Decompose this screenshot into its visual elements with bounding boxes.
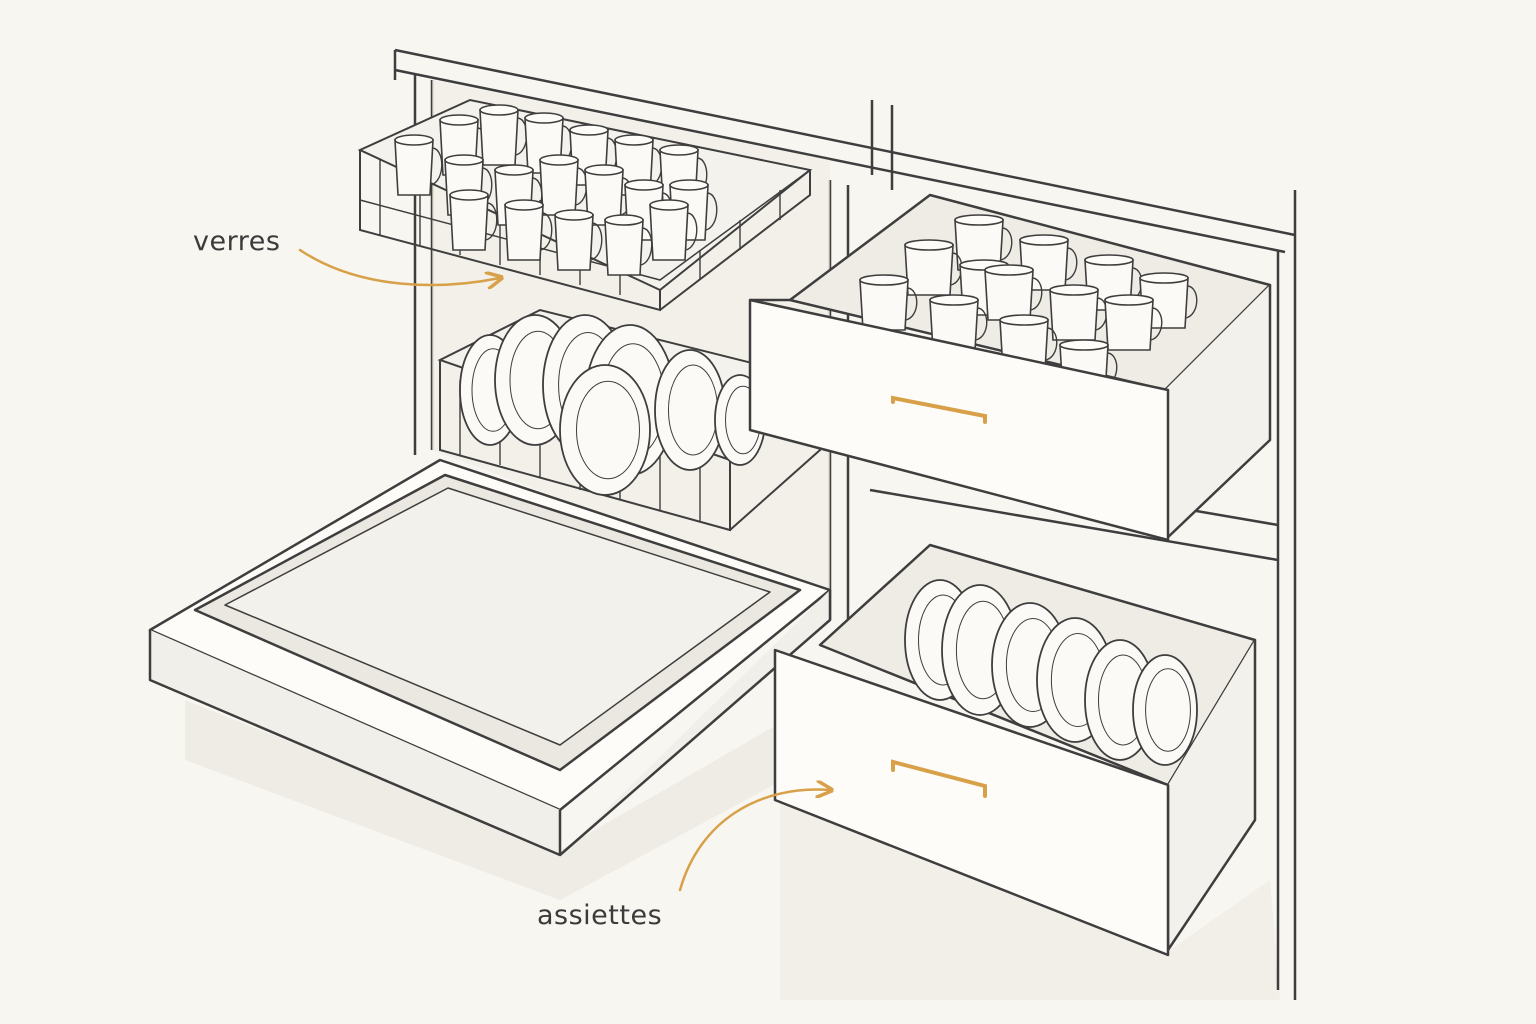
rack-glasses	[394, 104, 718, 276]
glasses-callout-arrow	[298, 248, 500, 285]
upper-drawer-handle	[891, 395, 987, 424]
drawer-glass-9	[1104, 294, 1163, 351]
lower-drawer-handle	[891, 759, 987, 798]
drawer-glass-1	[954, 214, 1013, 271]
rack-plates	[459, 314, 766, 496]
rack-glass-15	[504, 199, 553, 261]
drawer-glass-11	[929, 294, 988, 351]
rack-glass-18	[649, 199, 698, 261]
glasses-label: verres	[193, 226, 281, 257]
drawer-glass-8	[1049, 284, 1108, 341]
rack-glass-17	[604, 214, 653, 276]
lower-drawer-front	[773, 648, 1170, 957]
dishwasher-door	[148, 458, 832, 857]
upper-drawer-front	[748, 298, 1170, 542]
drawer-glass-10	[859, 274, 918, 331]
rack-plate-5	[654, 349, 726, 471]
plates-callout-arrow	[678, 790, 830, 892]
drawer-glass-5	[904, 239, 963, 296]
floor-shadow	[185, 700, 1280, 1000]
rack-glass-7	[394, 134, 443, 196]
plates-label: assiettes	[537, 900, 663, 931]
rack-glass-14	[449, 189, 498, 251]
rack-glass-16	[554, 209, 603, 271]
drawer-plate-6	[1132, 654, 1198, 766]
rack-plate-7	[559, 364, 651, 496]
drawer-plates	[904, 579, 1198, 766]
rack-glass-11	[584, 164, 633, 226]
